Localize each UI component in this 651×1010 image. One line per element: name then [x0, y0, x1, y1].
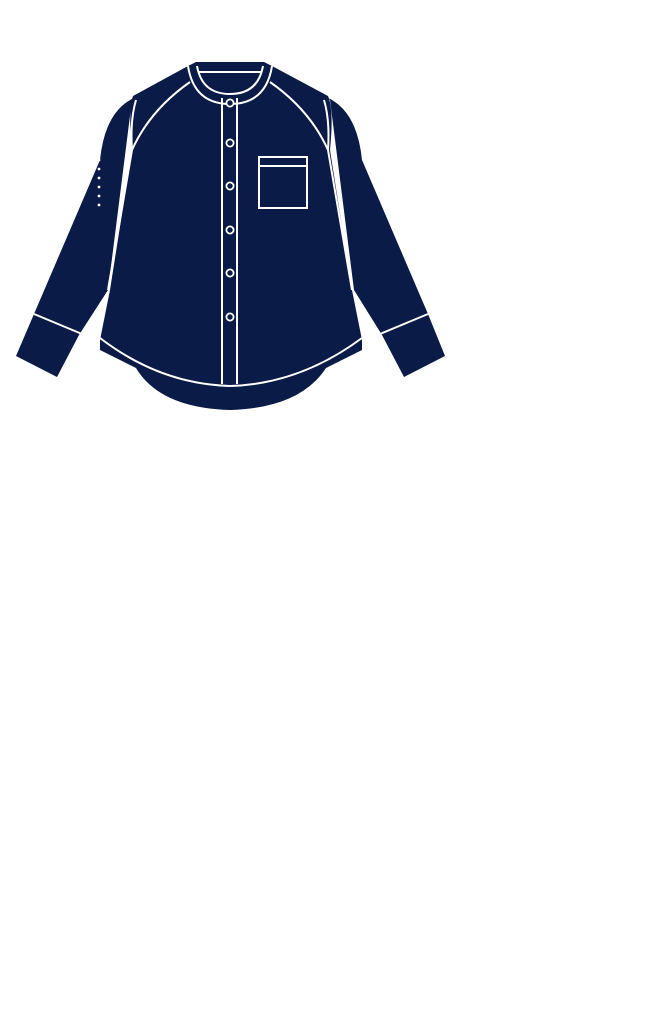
button: [225, 225, 235, 235]
shirt-body: [100, 66, 362, 410]
stitch-lines: [33, 65, 429, 388]
button: [225, 268, 235, 278]
sleeve-dots: [97, 158, 101, 207]
buttons: [225, 98, 235, 322]
button: [225, 98, 235, 108]
button: [225, 312, 235, 322]
button: [225, 181, 235, 191]
right-sleeve: [326, 97, 445, 377]
button: [225, 138, 235, 148]
left-sleeve: [16, 97, 136, 377]
